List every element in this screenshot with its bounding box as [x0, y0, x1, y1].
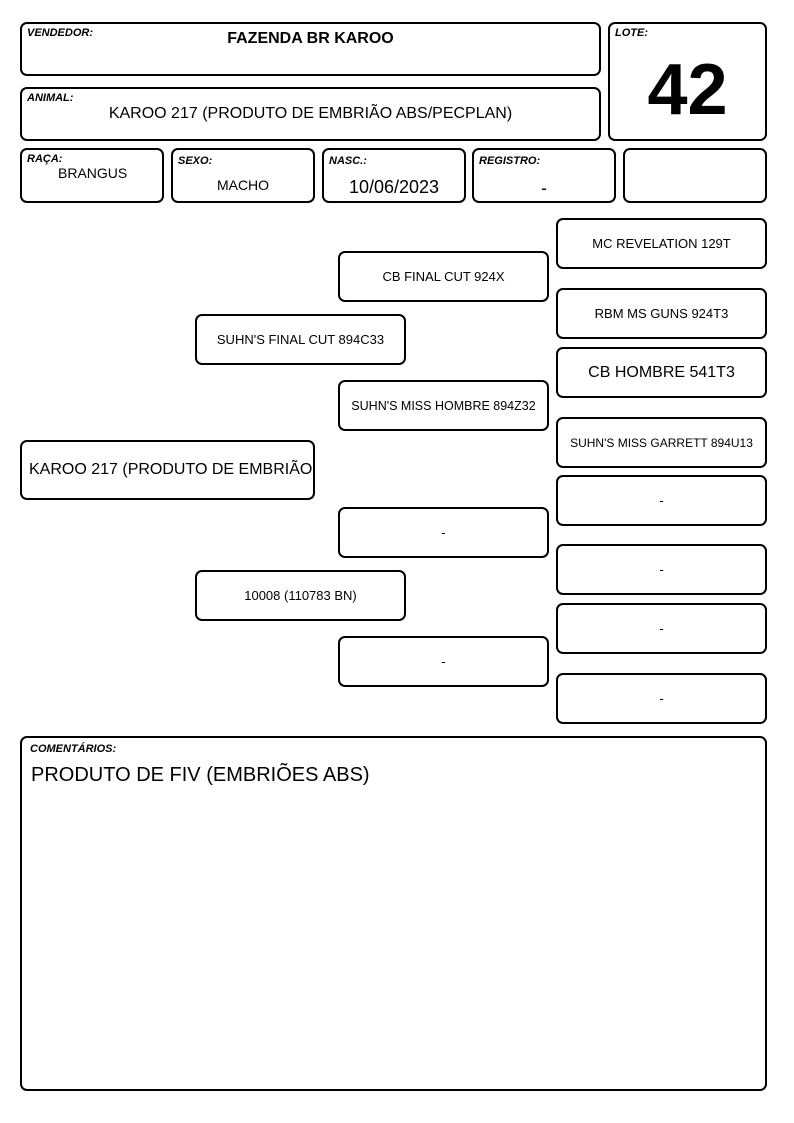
- empty-box: [623, 148, 767, 203]
- pedigree-gg-5: -: [556, 475, 767, 526]
- animal-value: KAROO 217 (PRODUTO DE EMBRIÃO ABS/PECPLA…: [108, 105, 513, 122]
- comments-label: COMENTÁRIOS:: [30, 743, 117, 755]
- registro-box: REGISTRO: -: [472, 148, 616, 203]
- pedigree-gg-2: RBM MS GUNS 924T3: [556, 288, 767, 339]
- lote-number: 42: [647, 50, 728, 130]
- comments-box: COMENTÁRIOS: PRODUTO DE FIV (EMBRIÕES AB…: [20, 736, 767, 1091]
- vendedor-value: FAZENDA BR KAROO: [227, 30, 394, 47]
- sexo-box: SEXO: MACHO: [171, 148, 315, 203]
- pedigree-gg-3: CB HOMBRE 541T3: [556, 347, 767, 398]
- vendedor-box: VENDEDOR: FAZENDA BR KAROO: [20, 22, 601, 76]
- pedigree-sire: SUHN'S FINAL CUT 894C33: [195, 314, 406, 365]
- pedigree-gg-1: MC REVELATION 129T: [556, 218, 767, 269]
- registro-label: REGISTRO:: [479, 155, 541, 167]
- sexo-label: SEXO:: [178, 155, 213, 167]
- raca-label: RAÇA:: [27, 153, 63, 165]
- pedigree-gg-8: -: [556, 673, 767, 724]
- pedigree-dam-dam: -: [338, 636, 549, 687]
- pedigree-sire-dam: SUHN'S MISS HOMBRE 894Z32: [338, 380, 549, 431]
- pedigree-gg-6: -: [556, 544, 767, 595]
- animal-box: ANIMAL: KAROO 217 (PRODUTO DE EMBRIÃO AB…: [20, 87, 601, 141]
- raca-value: BRANGUS: [58, 165, 128, 181]
- sexo-value: MACHO: [216, 177, 270, 193]
- pedigree-dam: 10008 (110783 BN): [195, 570, 406, 621]
- vendedor-label: VENDEDOR:: [27, 27, 94, 39]
- comments-text: PRODUTO DE FIV (EMBRIÕES ABS): [31, 764, 370, 786]
- lote-box: LOTE: 42: [608, 22, 767, 141]
- raca-box: RAÇA: BRANGUS: [20, 148, 164, 203]
- nasc-value: 10/06/2023: [348, 177, 440, 197]
- registro-value: -: [541, 178, 547, 198]
- animal-label: ANIMAL:: [27, 92, 74, 104]
- pedigree-animal: KAROO 217 (PRODUTO DE EMBRIÃO: [20, 440, 315, 500]
- pedigree-gg-7: -: [556, 603, 767, 654]
- pedigree-gg-4: SUHN'S MISS GARRETT 894U13: [556, 417, 767, 468]
- nasc-label: NASC.:: [329, 155, 367, 167]
- lote-label: LOTE:: [615, 27, 648, 39]
- pedigree-sire-sire: CB FINAL CUT 924X: [338, 251, 549, 302]
- pedigree-dam-sire: -: [338, 507, 549, 558]
- nasc-box: NASC.: 10/06/2023: [322, 148, 466, 203]
